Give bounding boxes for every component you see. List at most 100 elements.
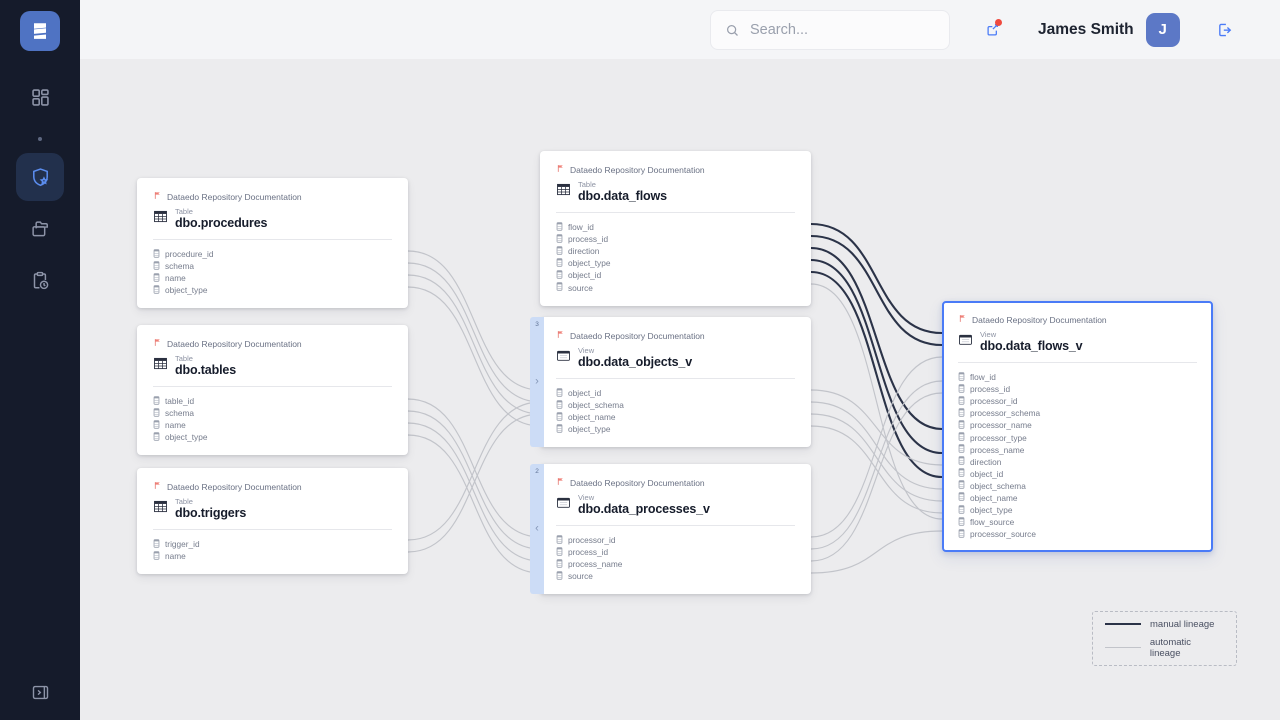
app-logo[interactable] — [20, 11, 60, 51]
lineage-node-data_flows_v[interactable]: Dataedo Repository Documentation View db… — [942, 301, 1213, 553]
node-column-row[interactable]: schema — [153, 260, 392, 272]
flag-icon — [556, 477, 565, 488]
node-column-row[interactable]: processor_id — [958, 395, 1197, 407]
column-icon — [153, 285, 160, 296]
node-column-row[interactable]: name — [153, 419, 392, 431]
column-icon — [153, 272, 160, 284]
node-column-row[interactable]: object_name — [556, 411, 795, 423]
node-column-row[interactable]: flow_source — [958, 516, 1197, 528]
node-column-label: object_id — [568, 270, 602, 281]
node-column-row[interactable]: object_name — [958, 492, 1197, 504]
lineage-node-tables[interactable]: Dataedo Repository Documentation Table d… — [137, 325, 408, 456]
node-column-row[interactable]: name — [153, 550, 392, 562]
user-avatar[interactable]: J — [1145, 12, 1180, 47]
column-icon — [958, 492, 965, 502]
search-input[interactable] — [750, 22, 930, 38]
node-column-row[interactable]: object_schema — [556, 399, 795, 411]
node-side-tab[interactable]: 2 ‹ — [530, 464, 544, 595]
node-column-row[interactable]: object_schema — [958, 480, 1197, 492]
legend-label-manual: manual lineage — [1150, 618, 1215, 630]
node-column-row[interactable]: object_type — [958, 504, 1197, 516]
column-icon — [556, 258, 563, 267]
lineage-node-data_flows[interactable]: Dataedo Repository Documentation Table d… — [540, 151, 811, 306]
notifications-button[interactable] — [975, 13, 1009, 47]
node-expand-chevron-icon[interactable]: › — [535, 375, 539, 388]
column-icon — [958, 456, 965, 465]
node-column-row[interactable]: direction — [556, 245, 795, 257]
node-column-row[interactable]: flow_id — [958, 371, 1197, 383]
column-icon — [958, 516, 965, 526]
node-column-row[interactable]: object_type — [556, 423, 795, 435]
node-column-row[interactable]: source — [556, 281, 795, 293]
column-icon — [556, 546, 563, 558]
node-column-row[interactable]: trigger_id — [153, 538, 392, 550]
node-column-row[interactable]: processor_schema — [958, 407, 1197, 419]
view-icon — [958, 332, 973, 352]
node-column-row[interactable]: schema — [153, 407, 392, 419]
column-icon — [556, 534, 563, 546]
table-icon — [556, 182, 571, 202]
node-name-label: dbo.procedures — [175, 216, 268, 230]
node-source: Dataedo Repository Documentation — [556, 477, 795, 488]
column-icon — [958, 383, 965, 395]
node-column-row[interactable]: process_id — [958, 383, 1197, 395]
lineage-edge-automatic — [407, 413, 541, 553]
node-source-label: Dataedo Repository Documentation — [570, 330, 705, 341]
column-icon — [556, 233, 563, 245]
sidebar-item-history[interactable] — [16, 257, 64, 305]
sidebar-item-catalog[interactable] — [16, 153, 64, 201]
column-icon — [556, 387, 563, 397]
column-icon — [556, 411, 563, 423]
sidebar-item-dashboard[interactable] — [16, 73, 64, 121]
column-icon — [153, 395, 160, 407]
node-column-row[interactable]: process_id — [556, 546, 795, 558]
lineage-edge-automatic — [407, 401, 541, 541]
node-side-tab[interactable]: 3 › — [530, 317, 544, 448]
node-divider — [153, 529, 392, 530]
flag-icon — [557, 331, 563, 338]
node-column-row[interactable]: table_id — [153, 395, 392, 407]
lineage-edge-automatic — [810, 283, 943, 520]
legend: manual lineage automatic lineage — [1092, 611, 1237, 666]
node-column-row[interactable]: process_id — [556, 233, 795, 245]
node-column-row[interactable]: object_id — [958, 468, 1197, 480]
node-column-row[interactable]: process_name — [958, 444, 1197, 456]
column-icon — [556, 245, 563, 255]
node-title-row: Table dbo.data_flows — [556, 180, 795, 203]
column-icon — [958, 420, 965, 431]
node-column-row[interactable]: procedure_id — [153, 248, 392, 260]
node-expand-chevron-icon[interactable]: ‹ — [535, 522, 539, 535]
node-column-row[interactable]: object_id — [556, 387, 795, 399]
node-column-row[interactable]: processor_name — [958, 419, 1197, 431]
node-column-row[interactable]: processor_id — [556, 534, 795, 546]
column-icon — [958, 444, 965, 453]
column-icon — [958, 516, 965, 528]
node-column-row[interactable]: object_type — [556, 257, 795, 269]
node-column-row[interactable]: name — [153, 272, 392, 284]
logout-button[interactable] — [1210, 15, 1240, 45]
lineage-node-data_processes_v[interactable]: 2 ‹ Dataedo Repository Documentation Vie… — [530, 464, 811, 595]
node-column-row[interactable]: processor_source — [958, 528, 1197, 540]
node-column-row[interactable]: source — [556, 570, 795, 582]
column-icon — [153, 272, 160, 282]
flag-icon — [557, 478, 563, 485]
node-column-row[interactable]: direction — [958, 456, 1197, 468]
node-column-row[interactable]: object_type — [153, 284, 392, 296]
node-column-list: procedure_id schema name object_type — [153, 248, 392, 296]
node-column-label: object_schema — [568, 400, 624, 411]
lineage-edge-automatic — [407, 262, 541, 403]
sidebar-item-folders[interactable] — [16, 205, 64, 253]
node-column-row[interactable]: processor_type — [958, 431, 1197, 443]
lineage-node-triggers[interactable]: Dataedo Repository Documentation Table d… — [137, 468, 408, 575]
node-column-row[interactable]: object_id — [556, 269, 795, 281]
sidebar-collapse-button[interactable] — [24, 676, 56, 708]
node-column-row[interactable]: flow_id — [556, 221, 795, 233]
node-column-row[interactable]: process_name — [556, 558, 795, 570]
node-column-row[interactable]: object_type — [153, 431, 392, 443]
lineage-node-data_objects_v[interactable]: 3 › Dataedo Repository Documentation Vie… — [530, 317, 811, 448]
node-column-label: object_schema — [970, 480, 1026, 491]
view-icon — [556, 495, 571, 515]
lineage-canvas[interactable]: Dataedo Repository Documentation Table d… — [80, 59, 1280, 720]
lineage-node-procedures[interactable]: Dataedo Repository Documentation Table d… — [137, 178, 408, 309]
search-box[interactable] — [710, 10, 950, 50]
